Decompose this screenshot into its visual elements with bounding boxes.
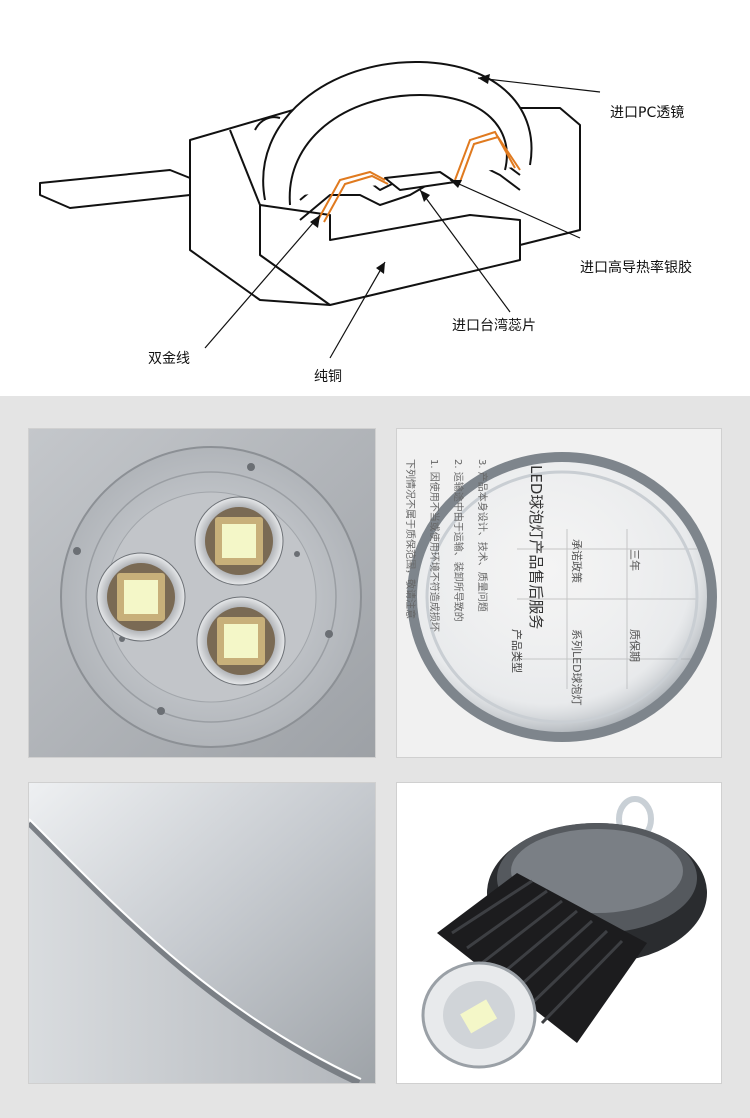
pure-copper-label: 纯铜 (314, 369, 342, 385)
taiwan-chip-label: 进口台湾蕊片 (452, 318, 536, 334)
cob-led-1 (194, 496, 284, 586)
lens-doc-cell-5: 承诺政策 (570, 539, 583, 583)
lens-doc-cell-4: 三年 (628, 549, 641, 571)
pc-lens-photo: LED球泡灯产品售后服务 产品类型 系列LED球泡灯 质保期 三年 承诺政策 下… (396, 428, 722, 758)
gold-wire-label: 双金线 (148, 351, 190, 367)
lens-doc-cell-3: 质保期 (628, 629, 641, 662)
lens-doc-heading: LED球泡灯产品售后服务 (527, 465, 545, 630)
led-structure-diagram: 进口PC透镜 进口高导热率银胶 进口台湾蕊片 双金线 纯铜 (0, 0, 750, 396)
led-cross-section-drawing (39, 60, 601, 359)
silver-glue-label: 进口高导热率银胶 (580, 260, 692, 276)
reflector-edge-photo (28, 782, 376, 1084)
led-module-photo (28, 428, 376, 758)
lens-doc-line-3: 2. 运输途中由于运输、装卸所导致的 (452, 459, 463, 622)
cob-led-2 (96, 552, 186, 642)
lens-doc-line-4: 3. 产品本身设计、技术、质量问题 (476, 459, 487, 612)
pc-lens-label: 进口PC透镜 (610, 105, 685, 121)
lens-doc-line-2: 1. 因使用不当或使用环境不符造成损坏 (428, 459, 439, 632)
lens-doc-line-1: 下列情况不属于质保范围，敬请注意 (404, 459, 415, 619)
high-bay-lamp-photo (396, 782, 722, 1084)
lens-doc-cell-1: 产品类型 (510, 629, 523, 673)
lens-doc-cell-2: 系列LED球泡灯 (570, 629, 583, 706)
cob-led-3 (196, 596, 286, 686)
